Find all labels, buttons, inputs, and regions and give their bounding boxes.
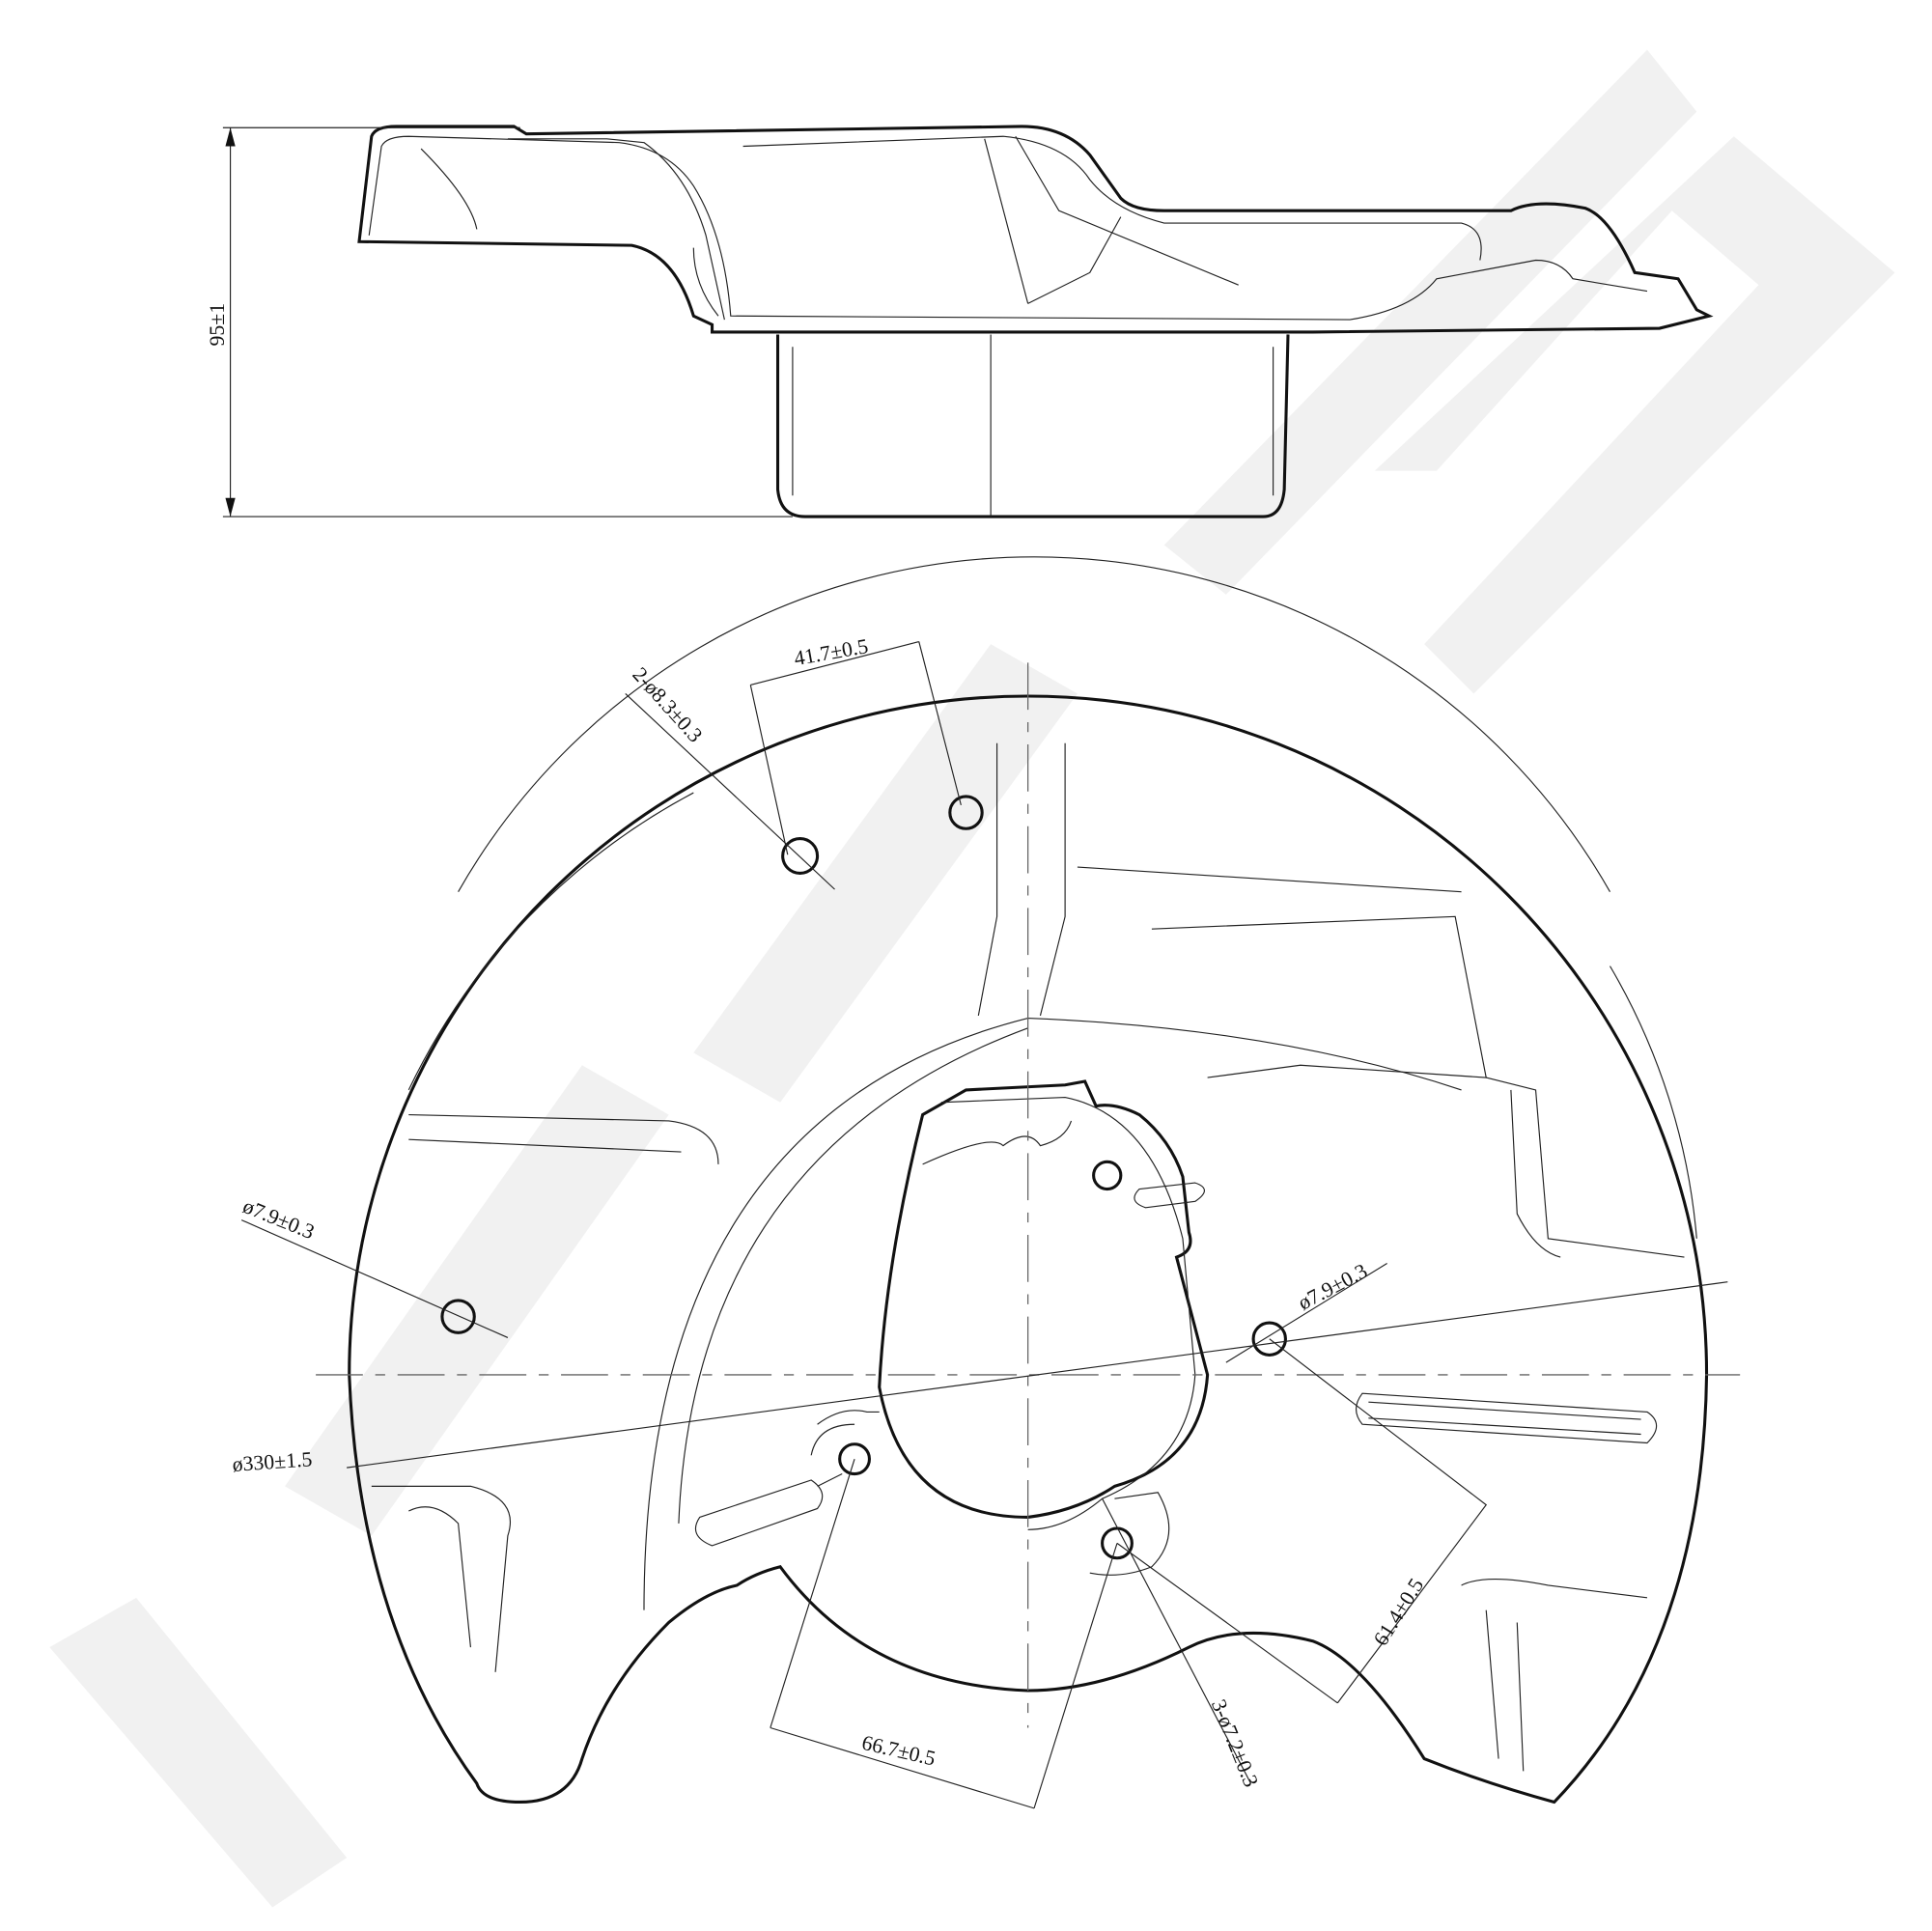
dim-slot-distance: 61.4±0.5 — [1369, 1574, 1428, 1649]
hole — [1251, 1321, 1287, 1357]
side-view — [222, 125, 1714, 518]
dim-height: 95±1 — [206, 303, 229, 347]
top-view — [240, 556, 1741, 1809]
hole — [948, 795, 984, 830]
hole — [1101, 1526, 1134, 1560]
hole — [838, 1442, 871, 1476]
mounting-holes — [440, 795, 1287, 1560]
hole — [440, 1299, 476, 1334]
dim-holes-bottom: 3-ø7.2±0.3 — [1207, 1696, 1263, 1791]
watermark-logo — [49, 49, 1895, 1908]
dim-hole-spacing-top: 41.7±0.5 — [793, 634, 870, 670]
hole — [1092, 1160, 1123, 1191]
dim-outer-diameter: ø330±1.5 — [232, 1447, 313, 1476]
dim-holes-top: 2-ø8.3±0.3 — [628, 662, 707, 746]
dim-hole-right: ø7.9±0.3 — [1294, 1259, 1371, 1315]
dim-bottom-spacing: 66.7±0.5 — [859, 1731, 938, 1771]
hole — [781, 836, 820, 875]
